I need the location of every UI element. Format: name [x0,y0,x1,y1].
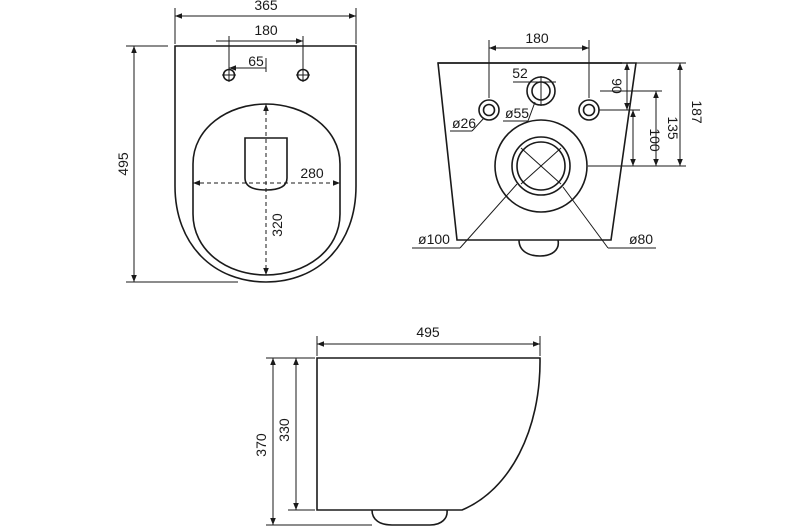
dim-280-label: 280 [300,165,324,181]
top-view-bowl-outline [192,103,341,276]
side-view-outlet [371,509,448,526]
dim-495-side-label: 495 [416,324,440,340]
rear-view-bolt-left-inner [482,103,496,117]
top-view-body-outline [174,45,357,283]
dim-65-label: 65 [248,53,264,69]
dim-90-label: 90 [609,78,625,94]
dim-135-label: 135 [665,116,681,140]
dim-320-label: 320 [269,213,285,237]
dim-370-label: 370 [253,433,269,457]
dim-365-label: 365 [254,0,278,13]
rear-view-bolt-right-inner [582,103,596,117]
rear-view-body-outline [437,62,637,241]
rear-view: 180 52 ø55 ø26 90 100 135 187 ø100 [412,30,705,257]
side-view: 495 370 330 [253,324,541,526]
dim-52-label: 52 [512,65,528,81]
rear-view-bolt-right-outer [578,99,600,121]
rear-view-outlet-tail [518,239,560,257]
rear-view-bolt-left-outer [478,99,500,121]
dim-ø100-label: ø100 [418,231,450,247]
rear-view-outlet-inner [516,141,566,191]
side-view-body-outline [316,357,541,511]
dim-ø55-label: ø55 [505,105,529,121]
top-view: 365 180 65 495 280 320 [115,0,357,283]
dim-187-label: 187 [689,100,705,124]
dim-180-rear-label: 180 [525,30,549,46]
dim-180-top-label: 180 [254,22,278,38]
rear-view-outlet-mid [511,136,571,196]
dim-495-top-label: 495 [115,152,131,176]
rear-view-outlet-outer [494,119,588,213]
dim-ø26-label: ø26 [452,115,476,131]
dim-100-label: 100 [647,128,663,152]
dim-330-label: 330 [276,418,292,442]
dim-ø80-label: ø80 [629,231,653,247]
